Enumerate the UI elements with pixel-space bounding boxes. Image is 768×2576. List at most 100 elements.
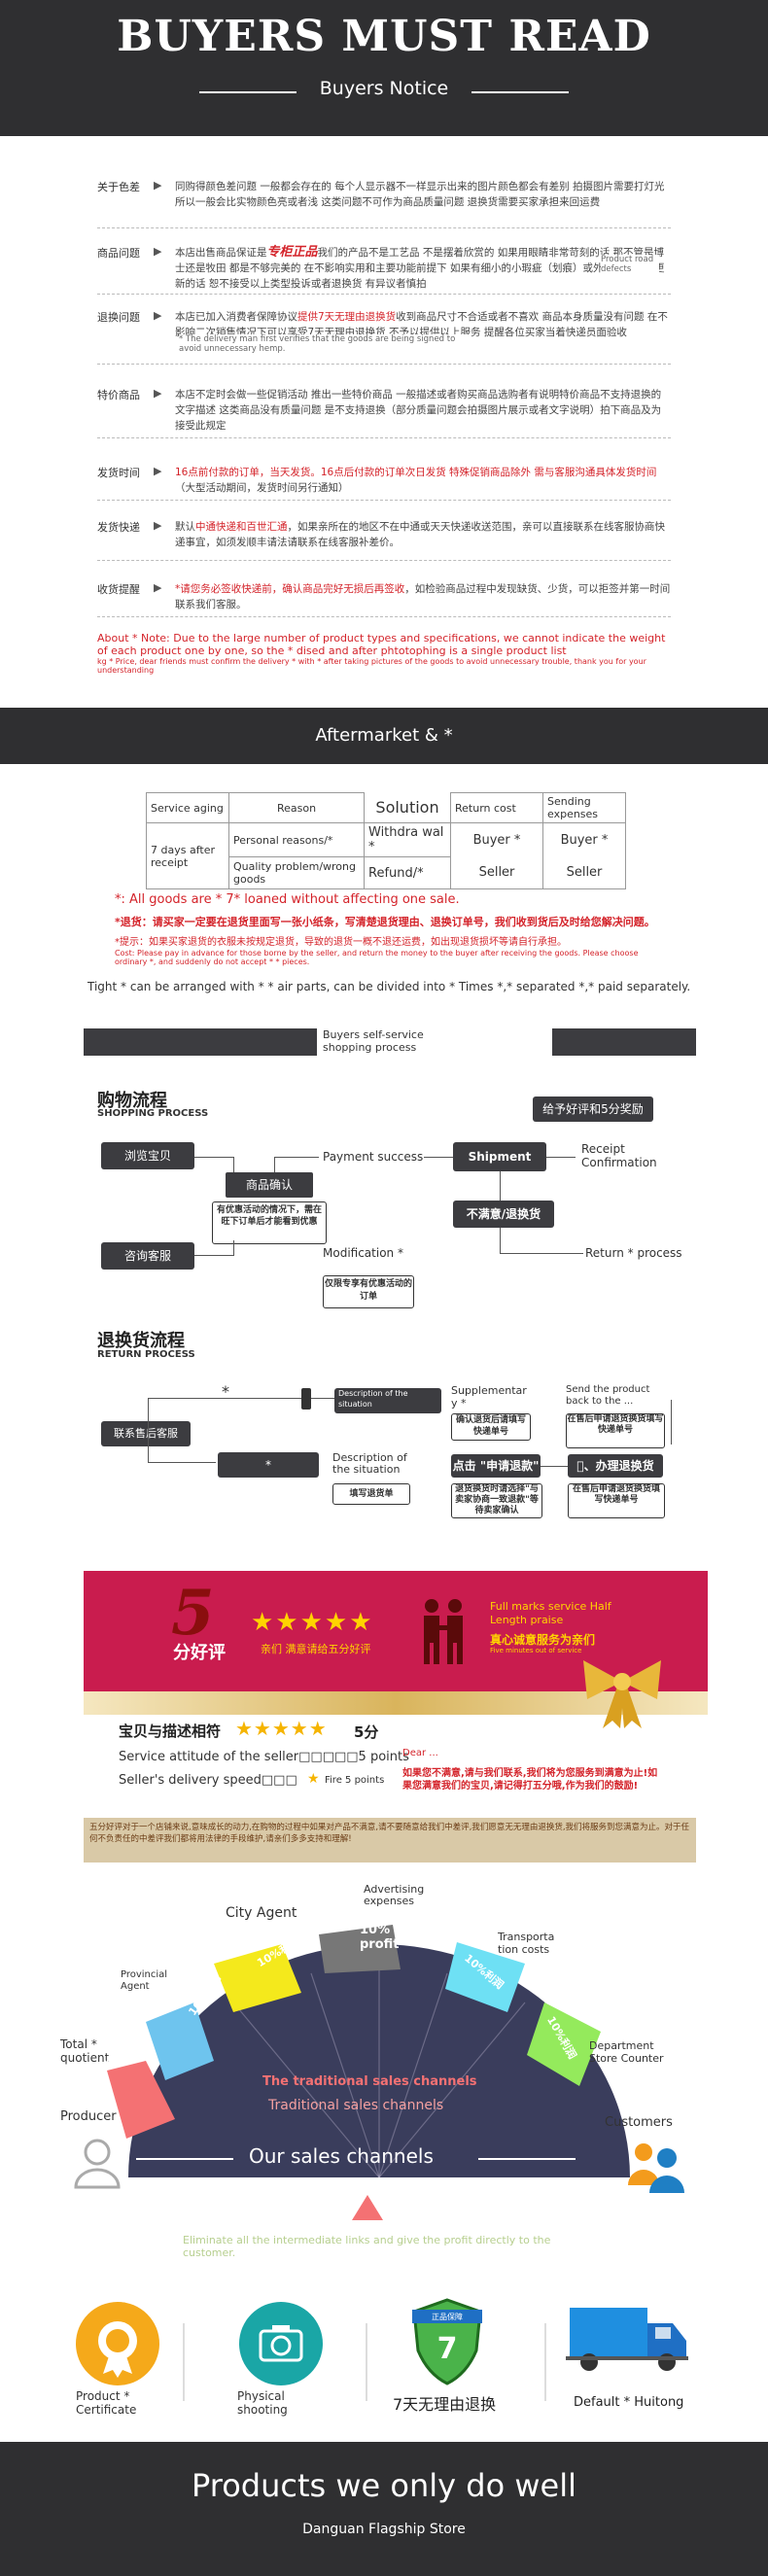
banner-right-cn: 真心诚意服务为亲们 <box>490 1633 596 1647</box>
footer-title: Products we only do well <box>192 2467 576 2504</box>
modification-label: Modification * <box>323 1246 403 1260</box>
divider <box>366 2323 367 2401</box>
confirm-note: 有优惠活动的情况下，需在旺下订单后才能看到优惠 <box>212 1201 327 1244</box>
notice-product: 商品问题 ▶ 本店出售商品保证是专柜正品我们的产品不是工艺品 不是摆着欣赏的 如… <box>97 245 671 295</box>
star-icon: ★ <box>307 1771 320 1787</box>
transport-label: Transporta tion costs <box>498 1931 555 1956</box>
rating-service-attitude: Service attitude of the seller□□□□□5 poi… <box>119 1750 409 1764</box>
arrow-right-icon: ▶ <box>154 465 162 477</box>
table-header: Return cost <box>450 792 543 823</box>
table-cell: Quality problem/wrong goods <box>228 856 365 889</box>
arrow-right-icon: ▶ <box>154 179 162 191</box>
notice-label: 退换问题 <box>97 311 140 324</box>
text-part: 本店出售商品保证是 <box>175 247 267 259</box>
dear-note: Dear ... <box>402 1748 438 1758</box>
table-cell: Seller <box>542 856 626 889</box>
certificate-icon <box>76 2302 159 2385</box>
divider <box>544 2323 546 2401</box>
sales-channel-diagram <box>68 1896 690 2314</box>
genuine-highlight: 专柜正品 <box>266 245 318 260</box>
supplementary-label: Supplementar y * <box>451 1384 527 1410</box>
aftermarket-note: Tight * can be arranged with * * air par… <box>87 980 691 993</box>
total-quotient-label: Total * quotient <box>60 2037 110 2065</box>
producer-label: Producer <box>60 2109 117 2124</box>
table-header: Solution <box>375 798 439 818</box>
step-unsatisfied: 不满意/退换货 <box>453 1201 554 1228</box>
handshake-icon <box>414 1598 472 1666</box>
truck-icon <box>566 2300 692 2382</box>
bow-icon <box>574 1653 671 1730</box>
divider-right <box>471 91 569 93</box>
traditional-red-label: The traditional sales channels <box>262 2074 477 2089</box>
footer-subtitle: Danguan Flagship Store <box>302 2522 466 2537</box>
arrow-right-icon: ▶ <box>154 519 162 532</box>
text-part: 默认 <box>175 521 195 533</box>
connector <box>194 1157 233 1158</box>
aftermarket-title: Aftermarket & * <box>315 725 453 746</box>
step-apply-refund: 点击 "申请退款" <box>451 1454 541 1478</box>
step-desc-1: Description of the situation <box>334 1388 441 1413</box>
notice-special: 特价商品 ▶ 本店不定时会做一些促销活动 推出一些特价商品 一般描述或者购买商品… <box>97 387 671 438</box>
return-note: 确认退货后请填写快递单号 <box>451 1413 531 1441</box>
return-process-label: Return * process <box>585 1246 682 1260</box>
text-part: ，如果亲所在的地区不在中通或天天快递收送范围，亲可以直接联系在线客服协商快递事宜… <box>175 521 665 548</box>
aftermarket-note: Cost: Please pay in advance for those bo… <box>115 949 639 966</box>
divider <box>183 2323 185 2401</box>
provincial-label: Provincial Agent <box>121 1969 168 1992</box>
notice-return: 退换问题 ▶ 本店已加入消费者保障协议提供7天无理由退换货收到商品尺寸不合适或者… <box>97 309 671 365</box>
delivery-note: * The delivery man first verifies that t… <box>179 334 471 354</box>
big-five: 5 <box>171 1577 215 1650</box>
text-part: 本店已加入消费者保障协议 <box>175 311 297 323</box>
table-cell: Seller <box>450 856 543 889</box>
page-subtitle: Buyers Notice <box>319 78 449 99</box>
advertising-label: Advertising expenses <box>364 1883 425 1907</box>
shopping-title: 购物流程 <box>97 1091 167 1111</box>
table-cell: Withdra wal * <box>364 822 451 857</box>
arrow-line <box>136 2158 233 2160</box>
text-part: 我们的产品不是工艺品 不是摆着欣赏的 如果用眼睛非常苛刻的话 那不管是博士还是牧… <box>175 247 665 290</box>
notice-text: 本店不定时会做一些促销活动 推出一些特价商品 一般描述或者购买商品选购者有说明特… <box>175 389 662 432</box>
divider-left <box>199 91 297 93</box>
connector <box>546 1157 576 1158</box>
connector <box>274 1157 275 1172</box>
svg-text:7: 7 <box>437 2332 458 2366</box>
table-header: Reason <box>228 792 365 823</box>
step-confirm: 商品确认 <box>226 1172 313 1198</box>
footer-banner: Products we only do well Danguan Flagshi… <box>0 2442 768 2576</box>
self-service-title: Buyers self-service shopping process <box>323 1028 424 1054</box>
connector <box>194 1255 233 1256</box>
modification-note: 仅限专享有优惠活动的订单 <box>323 1275 414 1308</box>
send-back-label: Send the product back to the ... <box>566 1384 650 1407</box>
page-title: BUYERS MUST READ <box>117 12 651 61</box>
return-note: 在售后申请退货换货填写快递单号 <box>566 1413 665 1448</box>
up-arrow-icon <box>352 2195 383 2220</box>
traditional-label: Traditional sales channels <box>268 2098 444 2113</box>
connector <box>671 1400 672 1445</box>
connector <box>233 1240 234 1256</box>
shopping-title-en: SHOPPING PROCESS <box>97 1108 209 1119</box>
notice-label: 关于色差 <box>97 181 140 193</box>
notice-label: 商品问题 <box>97 247 140 260</box>
about-note-2: kg * Price, dear friends must confirm th… <box>97 657 646 675</box>
arrow-right-icon: ▶ <box>154 245 162 258</box>
table-header: Service aging <box>146 792 229 823</box>
notice-label: 特价商品 <box>97 389 140 401</box>
rating-desc-match: 宝贝与描述相符 <box>119 1723 222 1740</box>
notice-label: 发货快递 <box>97 521 140 534</box>
about-note: About * Note: Due to the large number of… <box>97 632 666 657</box>
connector-cap <box>301 1388 311 1410</box>
text-red: 16点前付款的订单，当天发货。16点后付款的订单次日发货 特殊促销商品除外 需与… <box>175 467 657 478</box>
notice-courier: 发货快递 ▶ 默认中通快递和百世汇通，如果亲所在的地区不在中通或天天快递收送范围… <box>97 519 671 561</box>
notice-receipt: 收货提醒 ▶ *请您务必签收快递前，确认商品完好无损后再签收，如检验商品过程中发… <box>97 581 671 617</box>
service-table: Service aging Reason Solution Return cos… <box>146 792 626 889</box>
connector <box>500 1253 583 1254</box>
profit-label: 10% profit <box>360 1923 400 1952</box>
receipt-confirmation-label: Receipt Confirmation <box>581 1142 657 1169</box>
aftermarket-note: *提示：如果买家退货的衣服未按规定退货，导致的退货一概不退还运费，如出现退货损坏… <box>115 937 567 948</box>
connector <box>311 1398 334 1399</box>
dept-store-label: Department Store Counter <box>589 2039 664 2065</box>
text-red: 中通快递和百世汇通 <box>195 521 288 533</box>
notice-color: 关于色差 ▶ 同购得颜色差问题 一般都会存在的 每个人显示器不一样显示出来的图片… <box>97 179 671 228</box>
camera-icon <box>239 2302 323 2385</box>
connector <box>148 1398 303 1399</box>
